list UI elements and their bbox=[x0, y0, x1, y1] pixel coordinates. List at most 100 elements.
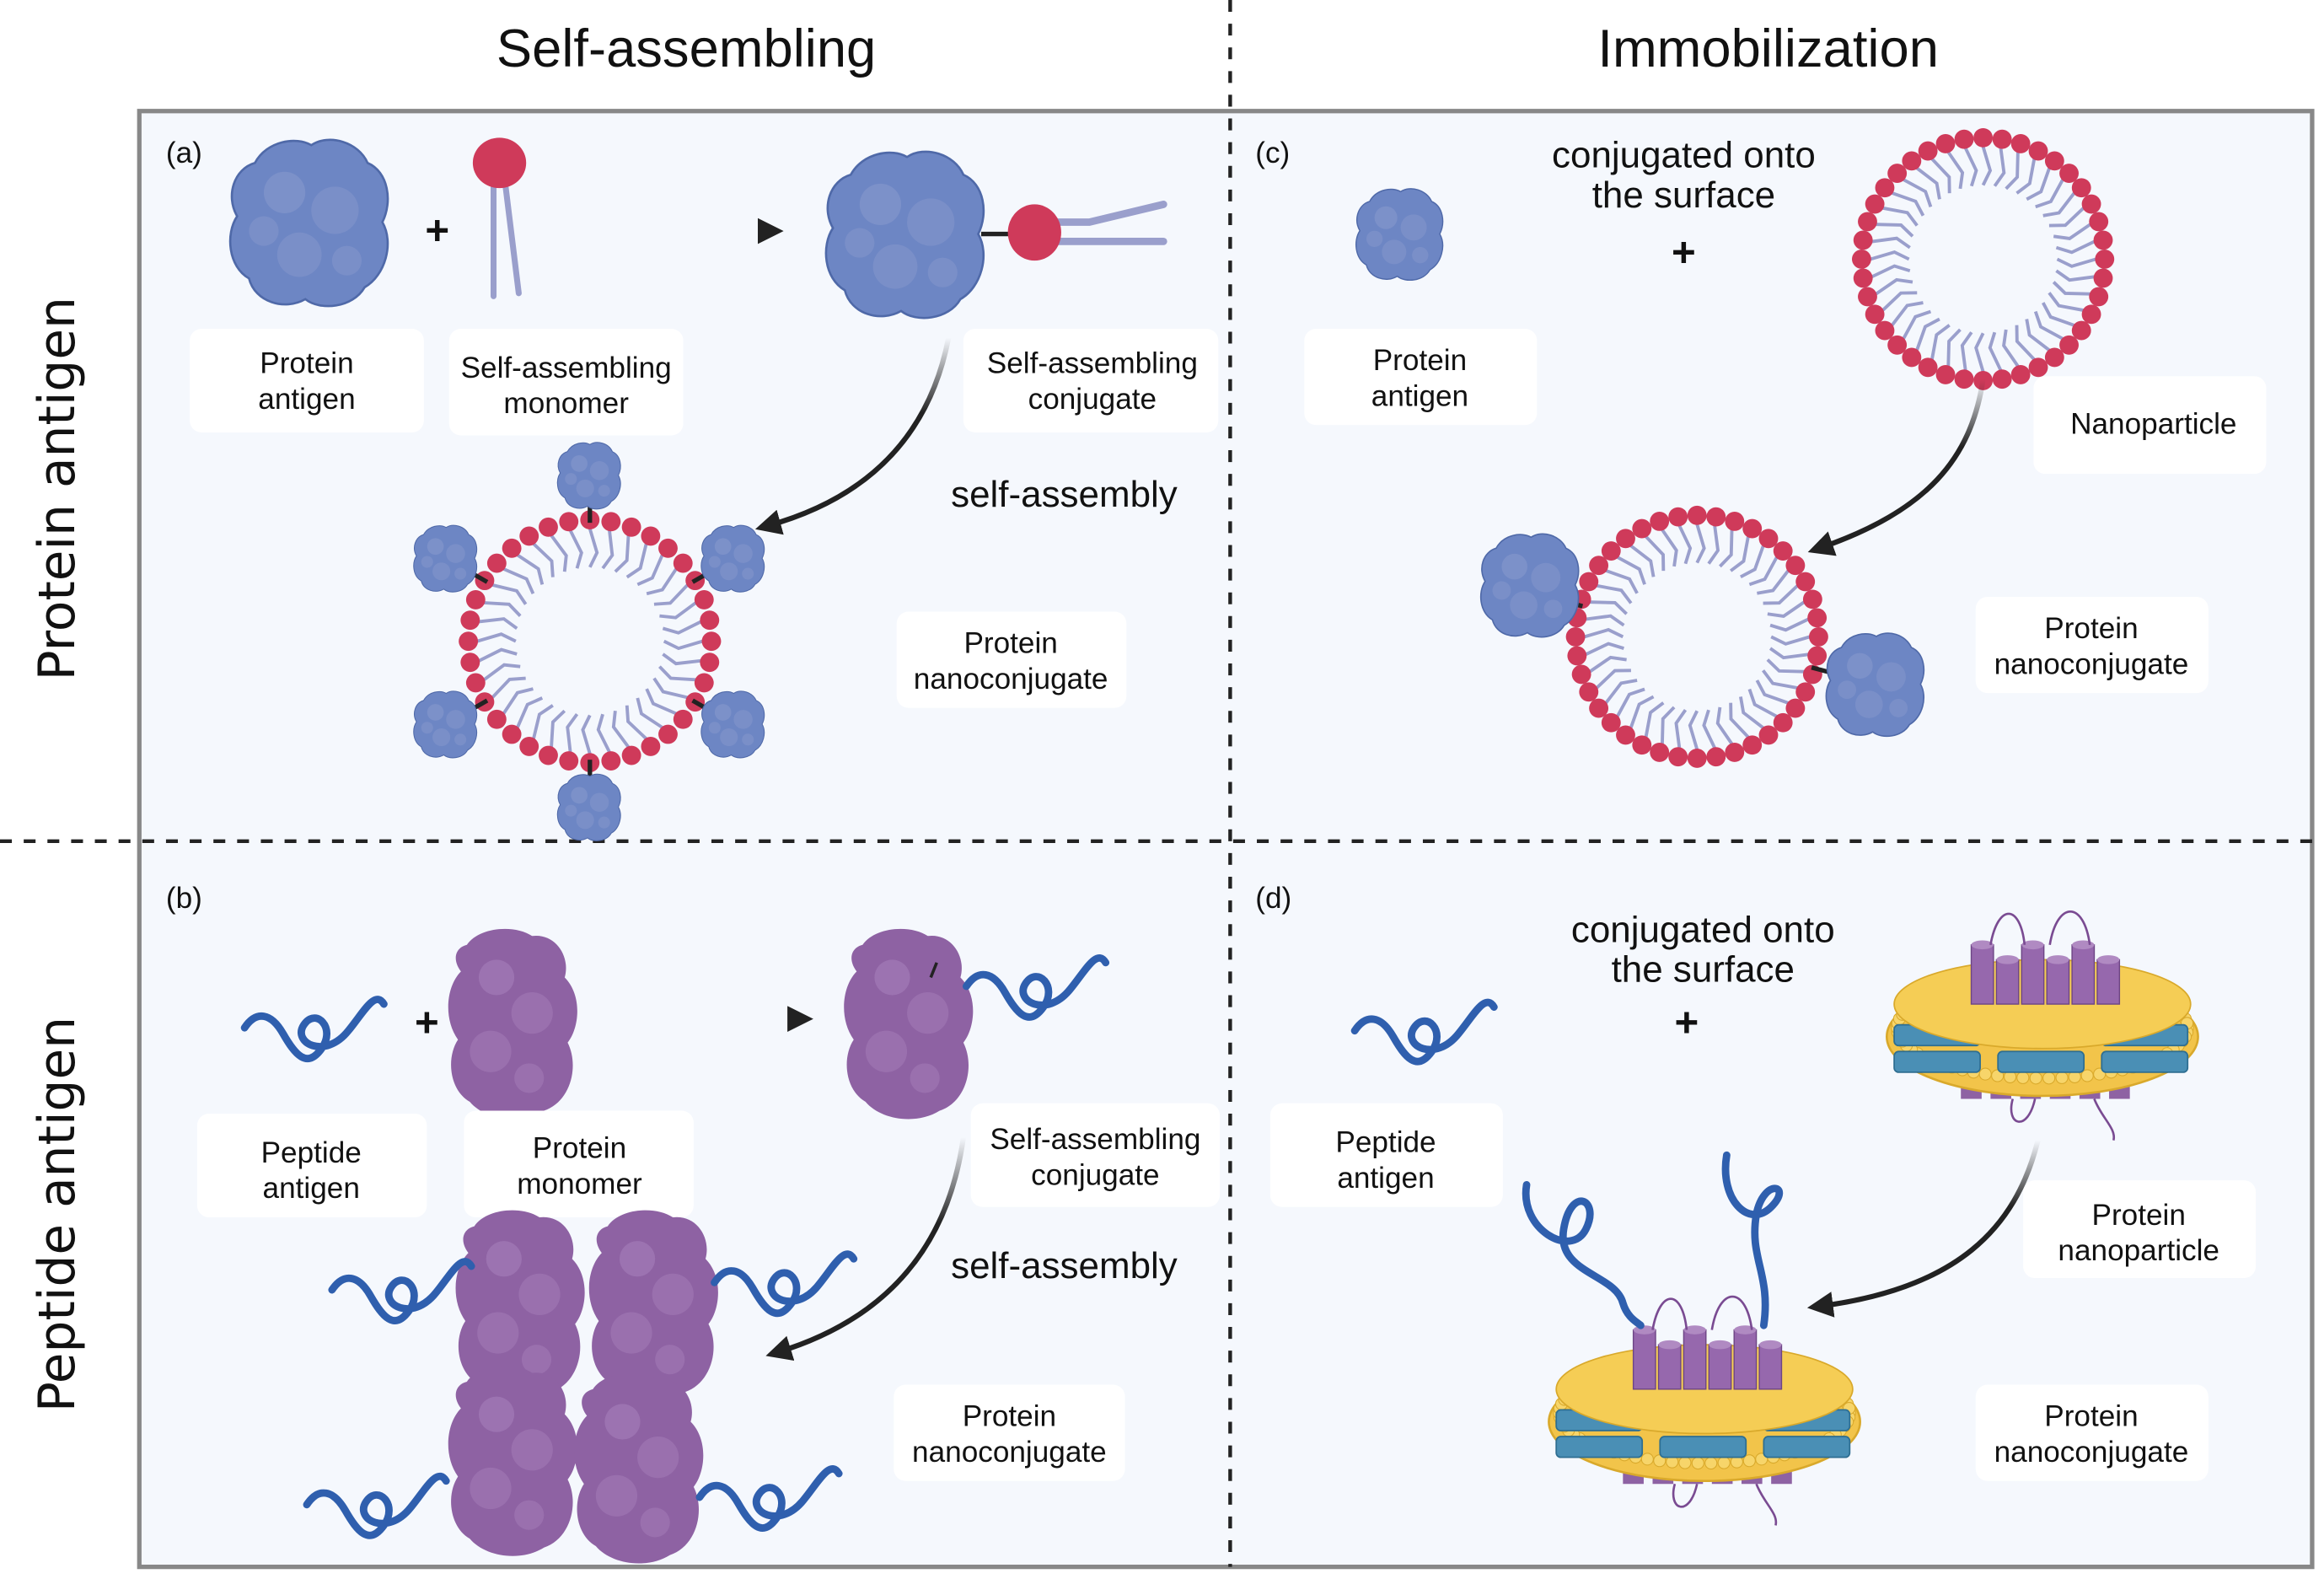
lipid-tail bbox=[1871, 236, 1911, 250]
plus-sign: + bbox=[1675, 1000, 1699, 1046]
svg-text:antigen: antigen bbox=[258, 383, 355, 416]
lipid-head bbox=[539, 517, 558, 537]
lipid-tail bbox=[1748, 556, 1779, 587]
lipid-head bbox=[1668, 507, 1688, 527]
label-box-peptide-antigen: Peptide antigen bbox=[196, 1114, 427, 1218]
helix-top bbox=[2021, 944, 2045, 1005]
lipid-head bbox=[658, 724, 678, 744]
lipid-head bbox=[539, 745, 558, 765]
linker bbox=[1811, 665, 1830, 674]
loop bbox=[1755, 1483, 1778, 1526]
column-header-self-assembling: Self-assembling bbox=[496, 19, 876, 78]
lipid-head bbox=[1992, 129, 2012, 149]
helix-top bbox=[2096, 959, 2121, 1005]
lipid-tail bbox=[1882, 206, 1919, 227]
lipid-tail bbox=[614, 535, 631, 573]
svg-text:Nanoparticle: Nanoparticle bbox=[2070, 408, 2236, 441]
lipid-head bbox=[1589, 698, 1609, 718]
lipid-head bbox=[1567, 646, 1587, 666]
lipid-head bbox=[1717, 1456, 1731, 1469]
attached-protein-icon bbox=[413, 690, 478, 759]
lipid-head bbox=[673, 709, 693, 729]
lipid-head bbox=[2081, 194, 2101, 214]
svg-text:Peptide: Peptide bbox=[1335, 1126, 1436, 1159]
panel-letter-c: (c) bbox=[1255, 137, 1290, 169]
attached-protein-icon bbox=[413, 524, 478, 593]
lipid-tail bbox=[1768, 647, 1809, 660]
lipid-tail bbox=[636, 697, 663, 729]
lipid-head bbox=[1807, 646, 1828, 666]
lipid-head bbox=[1650, 511, 1670, 531]
lipid-head bbox=[2071, 320, 2091, 341]
lipid-tail bbox=[568, 529, 583, 569]
lipid-head bbox=[1640, 1453, 1654, 1466]
lipid-head bbox=[1875, 178, 1895, 198]
lipid-tail bbox=[491, 583, 528, 605]
lipid-tail bbox=[2052, 281, 2091, 296]
conjugation-arrow bbox=[1807, 379, 1986, 556]
loop bbox=[1651, 1297, 1688, 1330]
lipid-head bbox=[658, 538, 678, 558]
lipid-tail bbox=[1644, 701, 1665, 738]
lipid-head bbox=[559, 751, 579, 771]
lipid-tail bbox=[1769, 617, 1810, 632]
lipid-tail bbox=[1645, 535, 1666, 572]
lipid-tail bbox=[1629, 695, 1655, 729]
lipid-head bbox=[1758, 529, 1779, 549]
lipid-tail bbox=[1629, 544, 1656, 577]
lipid-head bbox=[1601, 541, 1621, 561]
process-label-conjugated-line1: conjugated onto bbox=[1571, 909, 1835, 950]
lipid-head bbox=[1571, 664, 1591, 685]
lipid-tail bbox=[550, 709, 566, 748]
lipid-tail bbox=[1729, 536, 1750, 572]
lipid-head bbox=[1706, 747, 1726, 767]
lipid-head bbox=[1992, 369, 2012, 389]
lipid-tail bbox=[1876, 223, 1914, 238]
lipid-head bbox=[1954, 129, 1974, 149]
lipid-tail bbox=[1595, 669, 1631, 690]
loop bbox=[1989, 912, 2026, 946]
self-assembling-conjugate-icon bbox=[844, 928, 1105, 1120]
lipid-head bbox=[2010, 134, 2031, 153]
helix-top bbox=[1758, 1344, 1783, 1390]
plus-sign: + bbox=[1672, 229, 1696, 276]
lipid-tail bbox=[2053, 223, 2091, 240]
lipid-head bbox=[459, 631, 479, 652]
lipid-head bbox=[1918, 357, 1938, 378]
lipid-head bbox=[1691, 1457, 1704, 1470]
lipid-head bbox=[1650, 742, 1670, 762]
lipid-head bbox=[1935, 365, 1956, 384]
belt-helix bbox=[1997, 1050, 2085, 1073]
lipid-head bbox=[502, 538, 522, 558]
lipid-tail bbox=[2025, 319, 2051, 352]
plus-sign: + bbox=[425, 207, 449, 254]
helix-top bbox=[1970, 944, 1994, 1005]
lipid-head bbox=[601, 512, 621, 532]
belt-helix bbox=[1555, 1436, 1644, 1458]
svg-text:antigen: antigen bbox=[263, 1172, 360, 1205]
attached-protein-icon bbox=[700, 690, 765, 759]
attached-protein-icon bbox=[1825, 632, 1925, 738]
svg-text:Protein: Protein bbox=[963, 1400, 1056, 1433]
lipid-head bbox=[1802, 589, 1822, 610]
lipid-tail bbox=[1762, 669, 1798, 690]
loop bbox=[1672, 1483, 1699, 1508]
lipid-tail bbox=[658, 665, 696, 682]
protein-monomer-icon bbox=[448, 928, 577, 1120]
attached-protein-icon bbox=[556, 442, 621, 510]
lipid-head bbox=[1858, 287, 1877, 307]
lipid-tail bbox=[476, 632, 517, 643]
lipid-tail bbox=[532, 704, 554, 739]
lipid-tail bbox=[1993, 148, 2006, 187]
label-box-protein-nanoconjugate: Protein nanoconjugate bbox=[1975, 596, 2209, 694]
lipid-head bbox=[700, 610, 720, 631]
lipid-head bbox=[2080, 1069, 2094, 1082]
lipid-tail bbox=[483, 663, 521, 681]
lipid-head bbox=[2089, 287, 2109, 307]
label-box-peptide-antigen: Peptide antigen bbox=[1269, 1103, 1503, 1207]
helix-cap bbox=[1658, 1340, 1681, 1350]
lipid-head bbox=[2093, 230, 2113, 250]
lipid-tail bbox=[1589, 655, 1627, 674]
helix-cap bbox=[2072, 940, 2095, 950]
